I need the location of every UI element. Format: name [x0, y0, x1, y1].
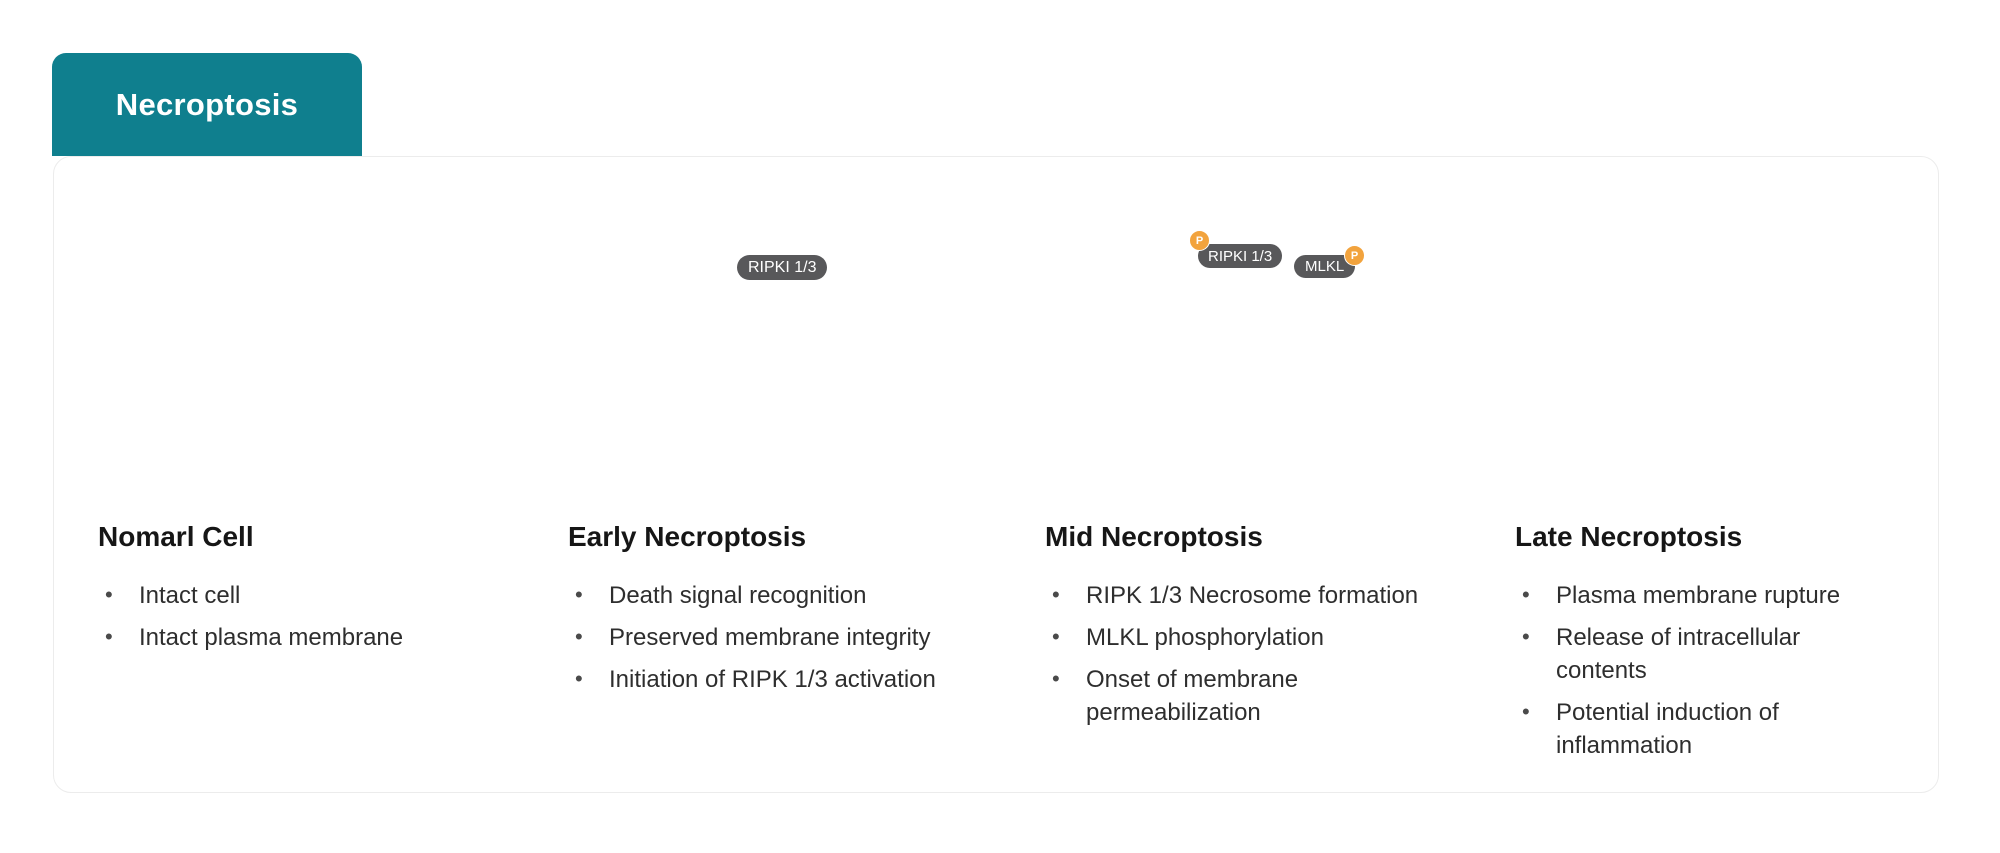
- bullet-item: Plasma membrane rupture: [1515, 578, 1845, 612]
- stage-bullet-list: Intact cell Intact plasma membrane: [98, 578, 518, 654]
- ripk-badge: RIPKI 1/3: [1198, 244, 1283, 268]
- stage-late-necroptosis: Late Necroptosis Plasma membrane rupture…: [1515, 521, 1845, 771]
- bullet-item: Onset of membrane permeabilization: [1045, 662, 1425, 729]
- phosphorylation-badge: P: [1189, 230, 1210, 251]
- bullet-item: MLKL phosphorylation: [1045, 620, 1425, 654]
- stage-bullet-list: RIPK 1/3 Necrosome formation MLKL phosph…: [1045, 578, 1425, 729]
- bullet-item: Death signal recognition: [568, 578, 998, 612]
- stage-title: Nomarl Cell: [98, 521, 254, 552]
- ripk-badge: RIPKI 1/3: [737, 255, 828, 280]
- bullet-item: Intact cell: [98, 578, 518, 612]
- bullet-item: Intact plasma membrane: [98, 620, 518, 654]
- bullet-item: Release of intracellular contents: [1515, 620, 1845, 687]
- necroptosis-tab: Necroptosis: [52, 53, 362, 156]
- stage-early-necroptosis: Early Necroptosis Death signal recogniti…: [568, 521, 998, 705]
- stage-title: Early Necroptosis: [568, 521, 807, 552]
- bullet-item: Initiation of RIPK 1/3 activation: [568, 662, 998, 696]
- stage-mid-necroptosis: Mid Necroptosis RIPK 1/3 Necrosome forma…: [1045, 521, 1425, 738]
- phosphorylation-badge: P: [1344, 245, 1365, 266]
- stage-title: Mid Necroptosis: [1045, 521, 1263, 552]
- stage-bullet-list: Death signal recognition Preserved membr…: [568, 578, 998, 696]
- bullet-item: Potential induction of inflammation: [1515, 695, 1845, 762]
- stage-bullet-list: Plasma membrane rupture Release of intra…: [1515, 578, 1845, 762]
- tab-label: Necroptosis: [115, 86, 299, 122]
- mlkl-badge: MLKL: [1294, 255, 1356, 278]
- stage-title: Late Necroptosis: [1515, 521, 1743, 552]
- ripk-badge-label: RIPKI 1/3: [748, 258, 817, 276]
- bullet-item: Preserved membrane integrity: [568, 620, 998, 654]
- ripk-badge-label: RIPKI 1/3: [1208, 247, 1273, 265]
- phospho-label: P: [1350, 249, 1359, 262]
- mlkl-badge-label: MLKL: [1305, 258, 1345, 275]
- stage-normal-cell: Nomarl Cell Intact cell Intact plasma me…: [98, 521, 518, 663]
- bullet-item: RIPK 1/3 Necrosome formation: [1045, 578, 1425, 612]
- phospho-label: P: [1195, 234, 1204, 247]
